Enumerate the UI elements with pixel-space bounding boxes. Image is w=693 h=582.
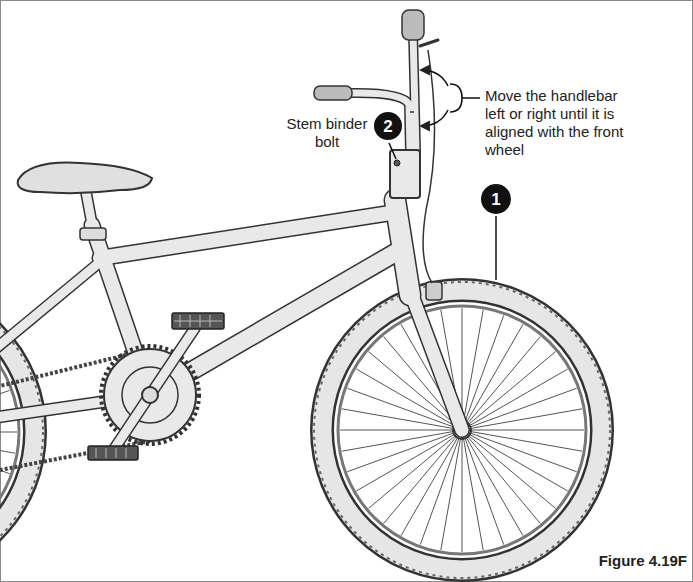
fork: [408, 285, 462, 430]
callout-number: 1: [491, 191, 500, 208]
top-tube: [100, 212, 397, 258]
callout-circle: 2: [374, 112, 402, 140]
front-brake: [426, 282, 442, 300]
figure-number: Figure 4.19F: [599, 552, 687, 570]
rotate-arrow: [421, 110, 448, 126]
grip: [314, 86, 352, 100]
front-tread: [314, 282, 610, 578]
pedal: [88, 446, 138, 460]
frame-fill: [0, 192, 462, 432]
leader-line: [389, 143, 396, 159]
seat-clamp: [80, 228, 106, 240]
handlebar-riser: [413, 32, 416, 152]
chainring: [104, 349, 196, 441]
crank-arm: [112, 395, 150, 452]
crankset: [88, 313, 224, 460]
callout-bracket: [450, 84, 480, 112]
pedal: [172, 313, 224, 329]
brake-lever: [420, 40, 438, 46]
handlebar-riser: [413, 32, 416, 152]
top-tube: [100, 212, 397, 258]
rotate-arrow: [421, 70, 448, 86]
stem-binder-bolt: [394, 160, 400, 166]
pedal-grid: [96, 448, 126, 458]
bottom-bracket: [142, 387, 158, 403]
crank-arm: [150, 328, 195, 395]
frame-outline: [0, 192, 462, 432]
rear-spokes: [0, 390, 17, 473]
front-wheel: [314, 282, 610, 578]
chainring-teeth: [101, 346, 199, 444]
crank-arm: [112, 395, 150, 452]
grip: [402, 10, 424, 40]
brake-cable: [423, 50, 434, 283]
crank-arm: [150, 328, 195, 395]
pedal-grid: [174, 315, 222, 327]
part-label: Stem binder bolt: [282, 115, 372, 151]
callout-number: 2: [383, 118, 392, 135]
leader-line: [495, 216, 497, 280]
saddle: [18, 163, 152, 194]
instruction-note: Move the handlebar left or right until i…: [485, 87, 631, 159]
callout-circle: 1: [481, 184, 511, 214]
fork: [408, 285, 462, 430]
handlebar-crossbar: [410, 111, 414, 113]
